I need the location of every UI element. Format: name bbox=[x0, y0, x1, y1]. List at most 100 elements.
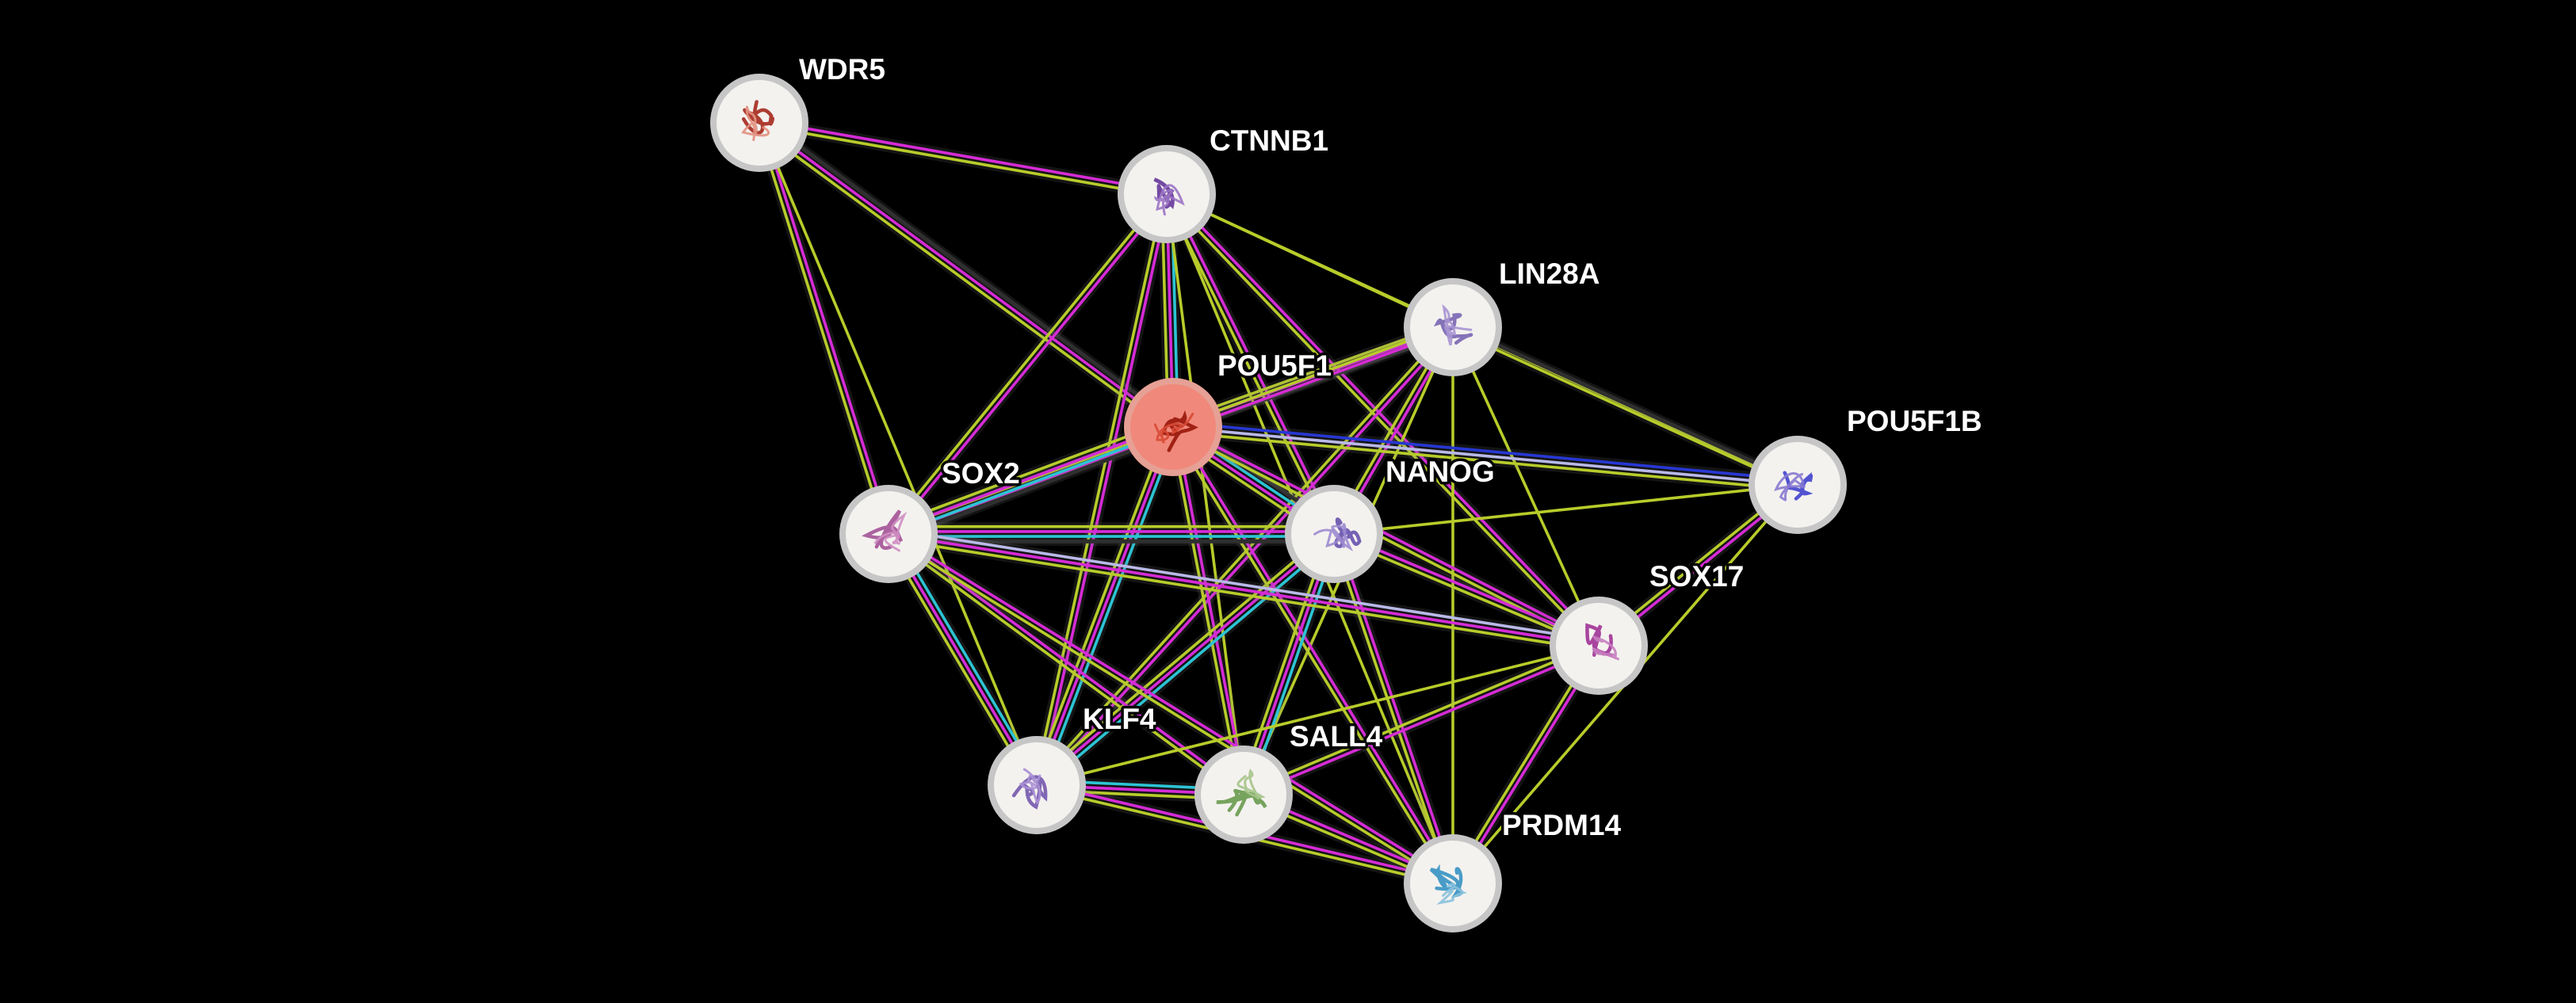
edge-WDR5-KLF4[interactable] bbox=[758, 122, 1038, 786]
edge-line-experiments bbox=[1167, 191, 1602, 646]
edge-line-textmining bbox=[886, 535, 1453, 887]
edge-line-experiments bbox=[1035, 426, 1175, 786]
edge-POU5F1-KLF4[interactable] bbox=[1027, 423, 1183, 789]
node-label-POU5F1B: POU5F1B bbox=[1847, 405, 1982, 437]
edge-line-experiments bbox=[889, 530, 1455, 883]
edge-line-experiments bbox=[888, 532, 1599, 647]
edge-line-experiments bbox=[758, 121, 1175, 429]
node-POU5F1B[interactable] bbox=[1749, 436, 1847, 534]
edge-line-textmining bbox=[1164, 194, 1599, 649]
node-label-KLF4: KLF4 bbox=[1083, 703, 1156, 735]
edge-line-homology bbox=[889, 528, 1600, 643]
edge-halo bbox=[752, 120, 896, 536]
edge-POU5F1-PRDM14[interactable] bbox=[1167, 423, 1459, 887]
edge-line-experiments bbox=[1035, 532, 1336, 787]
edge-WDR5-POU5F1[interactable] bbox=[754, 115, 1179, 435]
edge-CTNNB1-KLF4[interactable] bbox=[1030, 193, 1174, 787]
edge-line-textmining bbox=[1030, 425, 1170, 784]
edge-halo bbox=[1030, 193, 1174, 787]
protein-structure-icon bbox=[1429, 864, 1463, 898]
protein-structure-icon-secondary bbox=[873, 511, 908, 552]
edge-line-textmining bbox=[1171, 321, 1452, 424]
node-label-CTNNB1: CTNNB1 bbox=[1210, 124, 1328, 157]
node-SALL4[interactable] bbox=[1194, 746, 1293, 844]
protein-structure-icon-secondary bbox=[1019, 768, 1041, 805]
edge-line-textmining bbox=[885, 191, 1166, 534]
node-WDR5[interactable] bbox=[710, 74, 808, 172]
edge-line-textmining bbox=[1451, 326, 1600, 646]
edge-line-textmining bbox=[885, 418, 1171, 528]
node-SOX2[interactable] bbox=[839, 485, 938, 583]
edge-halo bbox=[1167, 423, 1459, 887]
node-label-SOX2: SOX2 bbox=[942, 457, 1020, 490]
edge-halo bbox=[1166, 425, 1251, 796]
node-KLF4[interactable] bbox=[988, 736, 1086, 834]
edge-SOX17-KLF4[interactable] bbox=[1036, 644, 1599, 787]
edge-line-experiments bbox=[760, 121, 892, 534]
edge-line-textmining bbox=[755, 123, 888, 536]
edge-CTNNB1-SOX17[interactable] bbox=[1161, 189, 1604, 651]
node-CTNNB1[interactable] bbox=[1118, 145, 1216, 243]
edge-POU5F1-SOX2[interactable] bbox=[884, 416, 1178, 545]
node-POU5F1[interactable] bbox=[1124, 378, 1222, 476]
edge-line-textmining bbox=[1034, 324, 1453, 785]
edge-CTNNB1-NANOG[interactable] bbox=[1160, 191, 1340, 537]
edge-POU5F1-POU5F1B[interactable] bbox=[1171, 418, 1799, 494]
edge-halo bbox=[1031, 322, 1458, 790]
edge-line-experiments bbox=[1173, 423, 1601, 645]
edge-CTNNB1-SOX2[interactable] bbox=[883, 189, 1172, 539]
edge-NANOG-PRDM14[interactable] bbox=[1327, 532, 1460, 886]
edge-line-homology bbox=[1172, 425, 1798, 486]
edge-line-databases bbox=[1040, 428, 1179, 788]
protein-structure-icon-secondary bbox=[1313, 523, 1354, 551]
edge-halo bbox=[1327, 532, 1460, 886]
protein-structure-icon bbox=[1161, 410, 1198, 452]
edge-halo bbox=[758, 116, 1168, 201]
edge-halo bbox=[884, 528, 1248, 801]
edge-halo bbox=[1160, 191, 1340, 537]
edge-line-textmining bbox=[755, 125, 1171, 433]
edge-LIN28A-SOX17[interactable] bbox=[1451, 326, 1600, 646]
protein-structure-icon-secondary bbox=[1592, 635, 1619, 661]
edge-CTNNB1-SALL4[interactable] bbox=[1165, 193, 1245, 795]
edge-halo bbox=[1450, 321, 1801, 491]
edge-line-experiments bbox=[1244, 646, 1600, 799]
edge-POU5F1B-NANOG[interactable] bbox=[1333, 483, 1798, 536]
protein-structure-icon-secondary bbox=[1153, 184, 1185, 216]
node-label-LIN28A: LIN28A bbox=[1499, 257, 1599, 290]
edge-NANOG-KLF4[interactable] bbox=[1030, 526, 1340, 793]
edge-WDR5-SOX2[interactable] bbox=[752, 120, 896, 536]
edge-SOX17-SALL4[interactable] bbox=[1240, 639, 1602, 802]
edge-line-textmining bbox=[1333, 483, 1798, 536]
protein-structure-icon-secondary bbox=[1236, 768, 1266, 799]
node-body bbox=[1124, 151, 1210, 237]
edge-line-textmining bbox=[1033, 193, 1166, 785]
edge-line-experiments bbox=[887, 423, 1173, 533]
node-NANOG[interactable] bbox=[1285, 485, 1383, 583]
edge-line-experiments bbox=[889, 194, 1170, 537]
edge-LIN28A-POU5F1B[interactable] bbox=[1450, 321, 1801, 491]
edge-line-textmining bbox=[1172, 430, 1798, 491]
node-PRDM14[interactable] bbox=[1404, 834, 1502, 932]
edge-line-textmining bbox=[1163, 194, 1333, 536]
node-SOX17[interactable] bbox=[1550, 597, 1648, 695]
node-label-SALL4: SALL4 bbox=[1290, 720, 1383, 753]
edge-line-databases bbox=[889, 428, 1175, 538]
edge-line-textmining bbox=[886, 535, 1244, 798]
node-LIN28A[interactable] bbox=[1404, 278, 1502, 376]
edge-LIN28A-KLF4[interactable] bbox=[1031, 322, 1458, 790]
protein-structure-icon-secondary bbox=[741, 105, 770, 142]
edge-SOX2-PRDM14[interactable] bbox=[885, 528, 1457, 890]
node-label-NANOG: NANOG bbox=[1385, 456, 1495, 488]
edge-line-textmining bbox=[1032, 528, 1332, 783]
edge-line-textmining bbox=[1169, 427, 1243, 795]
edge-halo bbox=[1170, 421, 1602, 652]
edge-line-experiments bbox=[1174, 425, 1457, 883]
edge-line-coexpression bbox=[1453, 322, 1800, 485]
edge-line-textmining bbox=[1330, 534, 1452, 885]
edge-WDR5-CTNNB1[interactable] bbox=[758, 116, 1168, 201]
edge-SOX2-SOX17[interactable] bbox=[887, 524, 1600, 655]
edge-line-textmining bbox=[758, 122, 1038, 786]
edge-POU5F1-SALL4[interactable] bbox=[1166, 425, 1251, 796]
